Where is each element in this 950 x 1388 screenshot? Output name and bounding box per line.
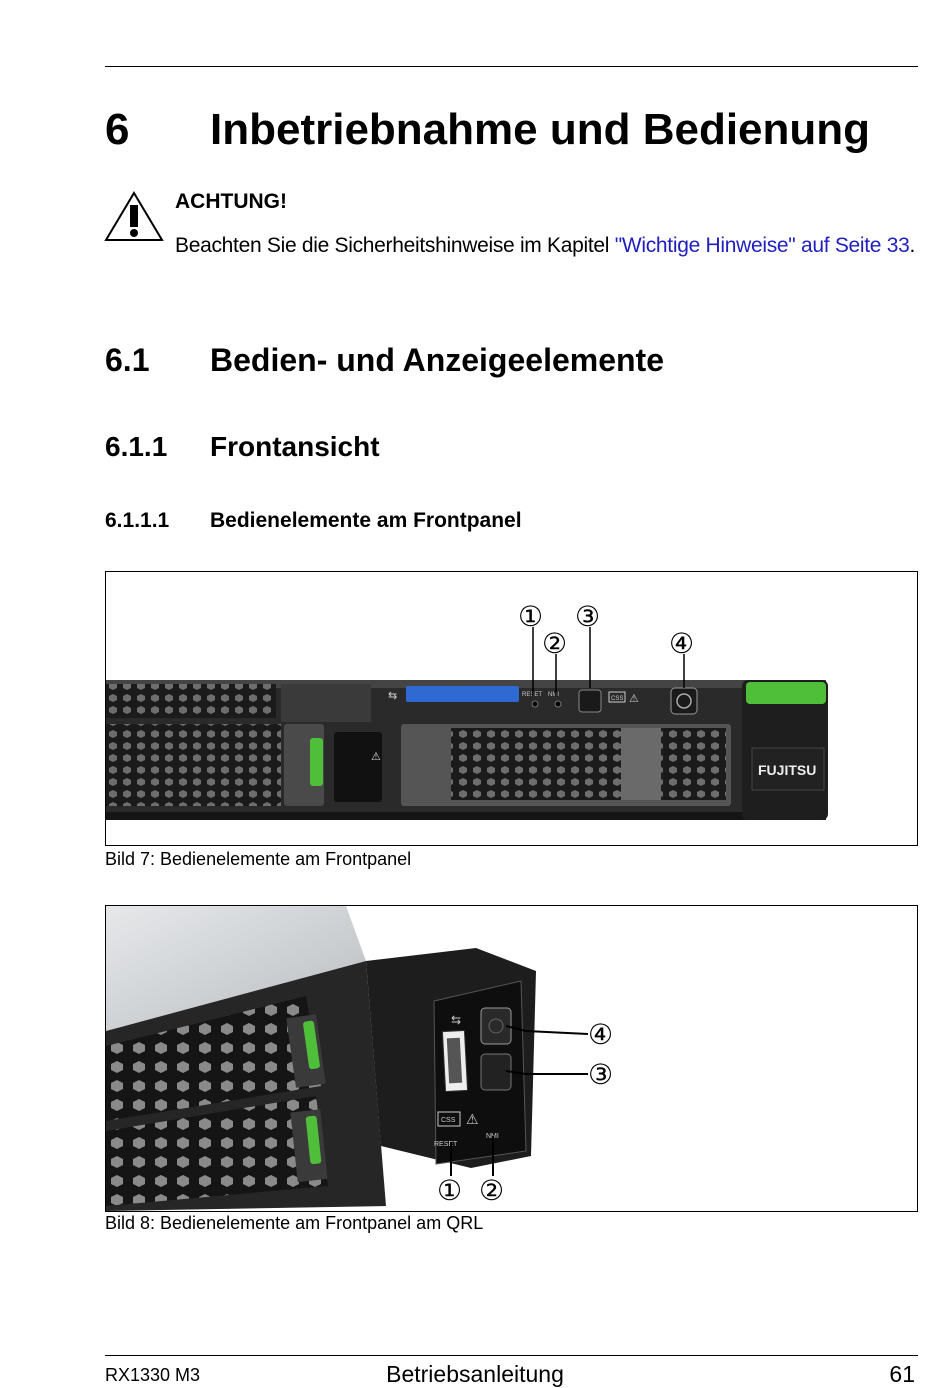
warning-text-body: Beachten Sie die Sicherheitshinweise im … — [175, 234, 615, 257]
css-label: CSS — [611, 696, 623, 702]
page-number: 61 — [889, 1361, 915, 1387]
figure-8-caption: Bild 8: Bedienelemente am Frontpanel am … — [105, 1213, 484, 1233]
callout-1: ① — [437, 1175, 462, 1206]
reset-label: RESET — [522, 692, 542, 698]
callout-2: ② — [542, 628, 567, 659]
figure-front-panel-qrl: ⇆ CSS ⚠ RESET NMI ④ ③ ① ② — [105, 905, 918, 1212]
chapter-title: Inbetriebnahme und Bedienung — [210, 105, 871, 154]
front-panel-qrl-illustration: ⇆ CSS ⚠ RESET NMI ④ ③ ① ② — [106, 906, 613, 1211]
subsection-number: 6.1.1 — [105, 431, 168, 462]
id-button — [578, 689, 602, 713]
usb-icon: ⇆ — [388, 690, 397, 702]
footer-product: RX1330 M3 — [105, 1365, 201, 1385]
cross-reference-link[interactable]: "Wichtige Hinweise" auf Seite 33 — [614, 234, 910, 257]
css-label: CSS — [441, 1117, 456, 1124]
nmi-pinhole — [554, 700, 562, 708]
figure-front-panel: ⚠ ⇆ RESET NMI CSS ⚠ FUJITSU ① ② — [105, 571, 918, 846]
callout-2: ② — [479, 1175, 504, 1206]
footer-rule — [105, 1355, 918, 1356]
warning-title: ACHTUNG! — [175, 190, 287, 213]
power-button — [480, 1007, 512, 1045]
warning-icon — [104, 191, 164, 241]
reset-label: RESET — [434, 1141, 458, 1148]
warning-text: Beachten Sie die Sicherheitshinweise im … — [175, 231, 920, 260]
chapter-number: 6 — [105, 105, 130, 154]
chapter-heading: 6 Inbetriebnahme und Bedienung — [105, 104, 870, 156]
drive-status-icon: ⚠ — [371, 751, 381, 763]
front-panel-illustration: ⚠ ⇆ RESET NMI CSS ⚠ FUJITSU ① ② — [106, 601, 828, 820]
top-rule — [105, 66, 918, 67]
usb-icon: ⇆ — [451, 1013, 461, 1027]
nmi-label: NMI — [548, 692, 559, 698]
warning-text-end: . — [909, 234, 916, 257]
subsubsection-heading: 6.1.1.1 Bedienelemente am Frontpanel — [105, 508, 522, 534]
section-number: 6.1 — [105, 342, 150, 378]
section-heading: 6.1 Bedien- und Anzeigeelemente — [105, 340, 664, 380]
fault-icon: ⚠ — [629, 693, 639, 705]
footer-doc-type: Betriebsanleitung — [386, 1361, 564, 1387]
fujitsu-logo: FUJITSU — [758, 762, 816, 778]
fault-icon: ⚠ — [466, 1111, 479, 1127]
power-button — [670, 687, 698, 715]
callout-4: ④ — [669, 628, 694, 659]
subsection-title: Frontansicht — [210, 431, 380, 462]
subsection-heading: 6.1.1 Frontansicht — [105, 430, 380, 464]
subsubsection-title: Bedienelemente am Frontpanel — [210, 509, 522, 532]
callout-3: ③ — [588, 1059, 613, 1090]
reset-pinhole — [531, 700, 539, 708]
section-title: Bedien- und Anzeigeelemente — [210, 342, 664, 378]
subsubsection-number: 6.1.1.1 — [105, 509, 170, 532]
callout-4: ④ — [588, 1019, 613, 1050]
figure-7-caption: Bild 7: Bedienelemente am Frontpanel — [105, 849, 412, 869]
callout-3: ③ — [575, 601, 600, 632]
callout-1: ① — [518, 601, 543, 632]
